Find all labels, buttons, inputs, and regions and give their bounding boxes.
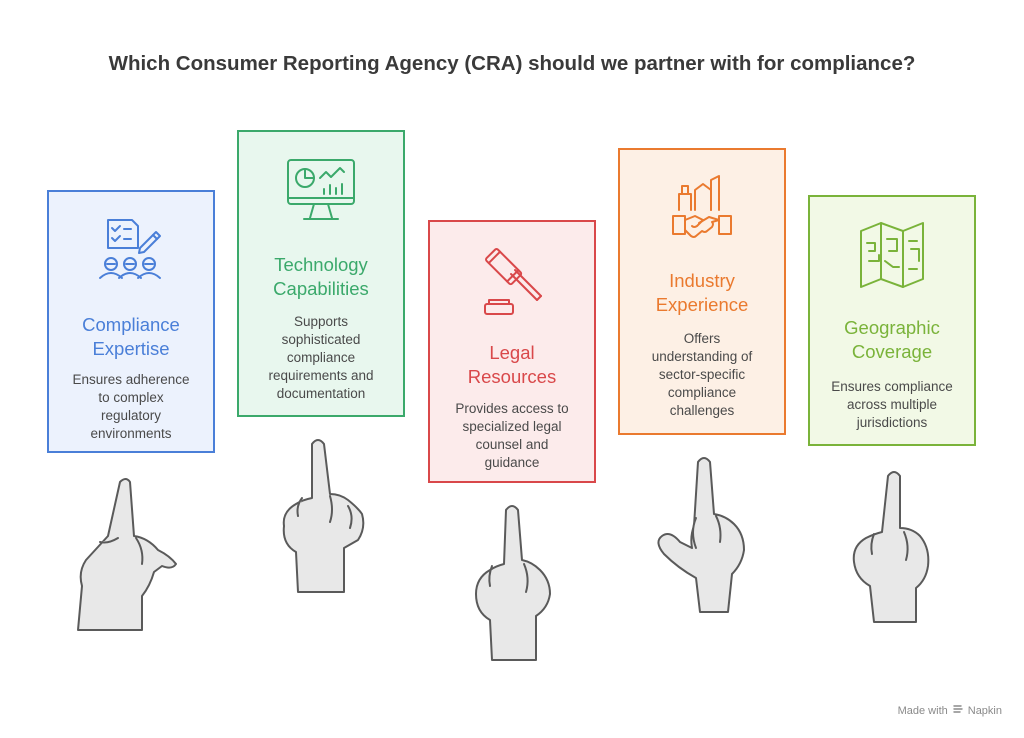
monitor-analytics-icon [239,156,403,228]
pointing-hand-icon [462,502,562,662]
footer-prefix: Made with [897,704,948,717]
napkin-logo-icon [952,703,964,718]
pointing-hand-icon [70,472,180,632]
footer-attribution: Made with Napkin [898,703,1002,718]
map-icon [810,219,974,291]
diagram-title: Which Consumer Reporting Agency (CRA) sh… [108,52,916,75]
pointing-hand-icon [270,436,370,596]
pointing-hand-icon [842,468,942,628]
footer-brand: Napkin [967,704,1002,717]
pointing-hand-icon [646,454,756,614]
industry-handshake-icon [620,172,784,248]
checklist-team-icon [49,214,213,288]
gavel-icon [430,242,594,322]
